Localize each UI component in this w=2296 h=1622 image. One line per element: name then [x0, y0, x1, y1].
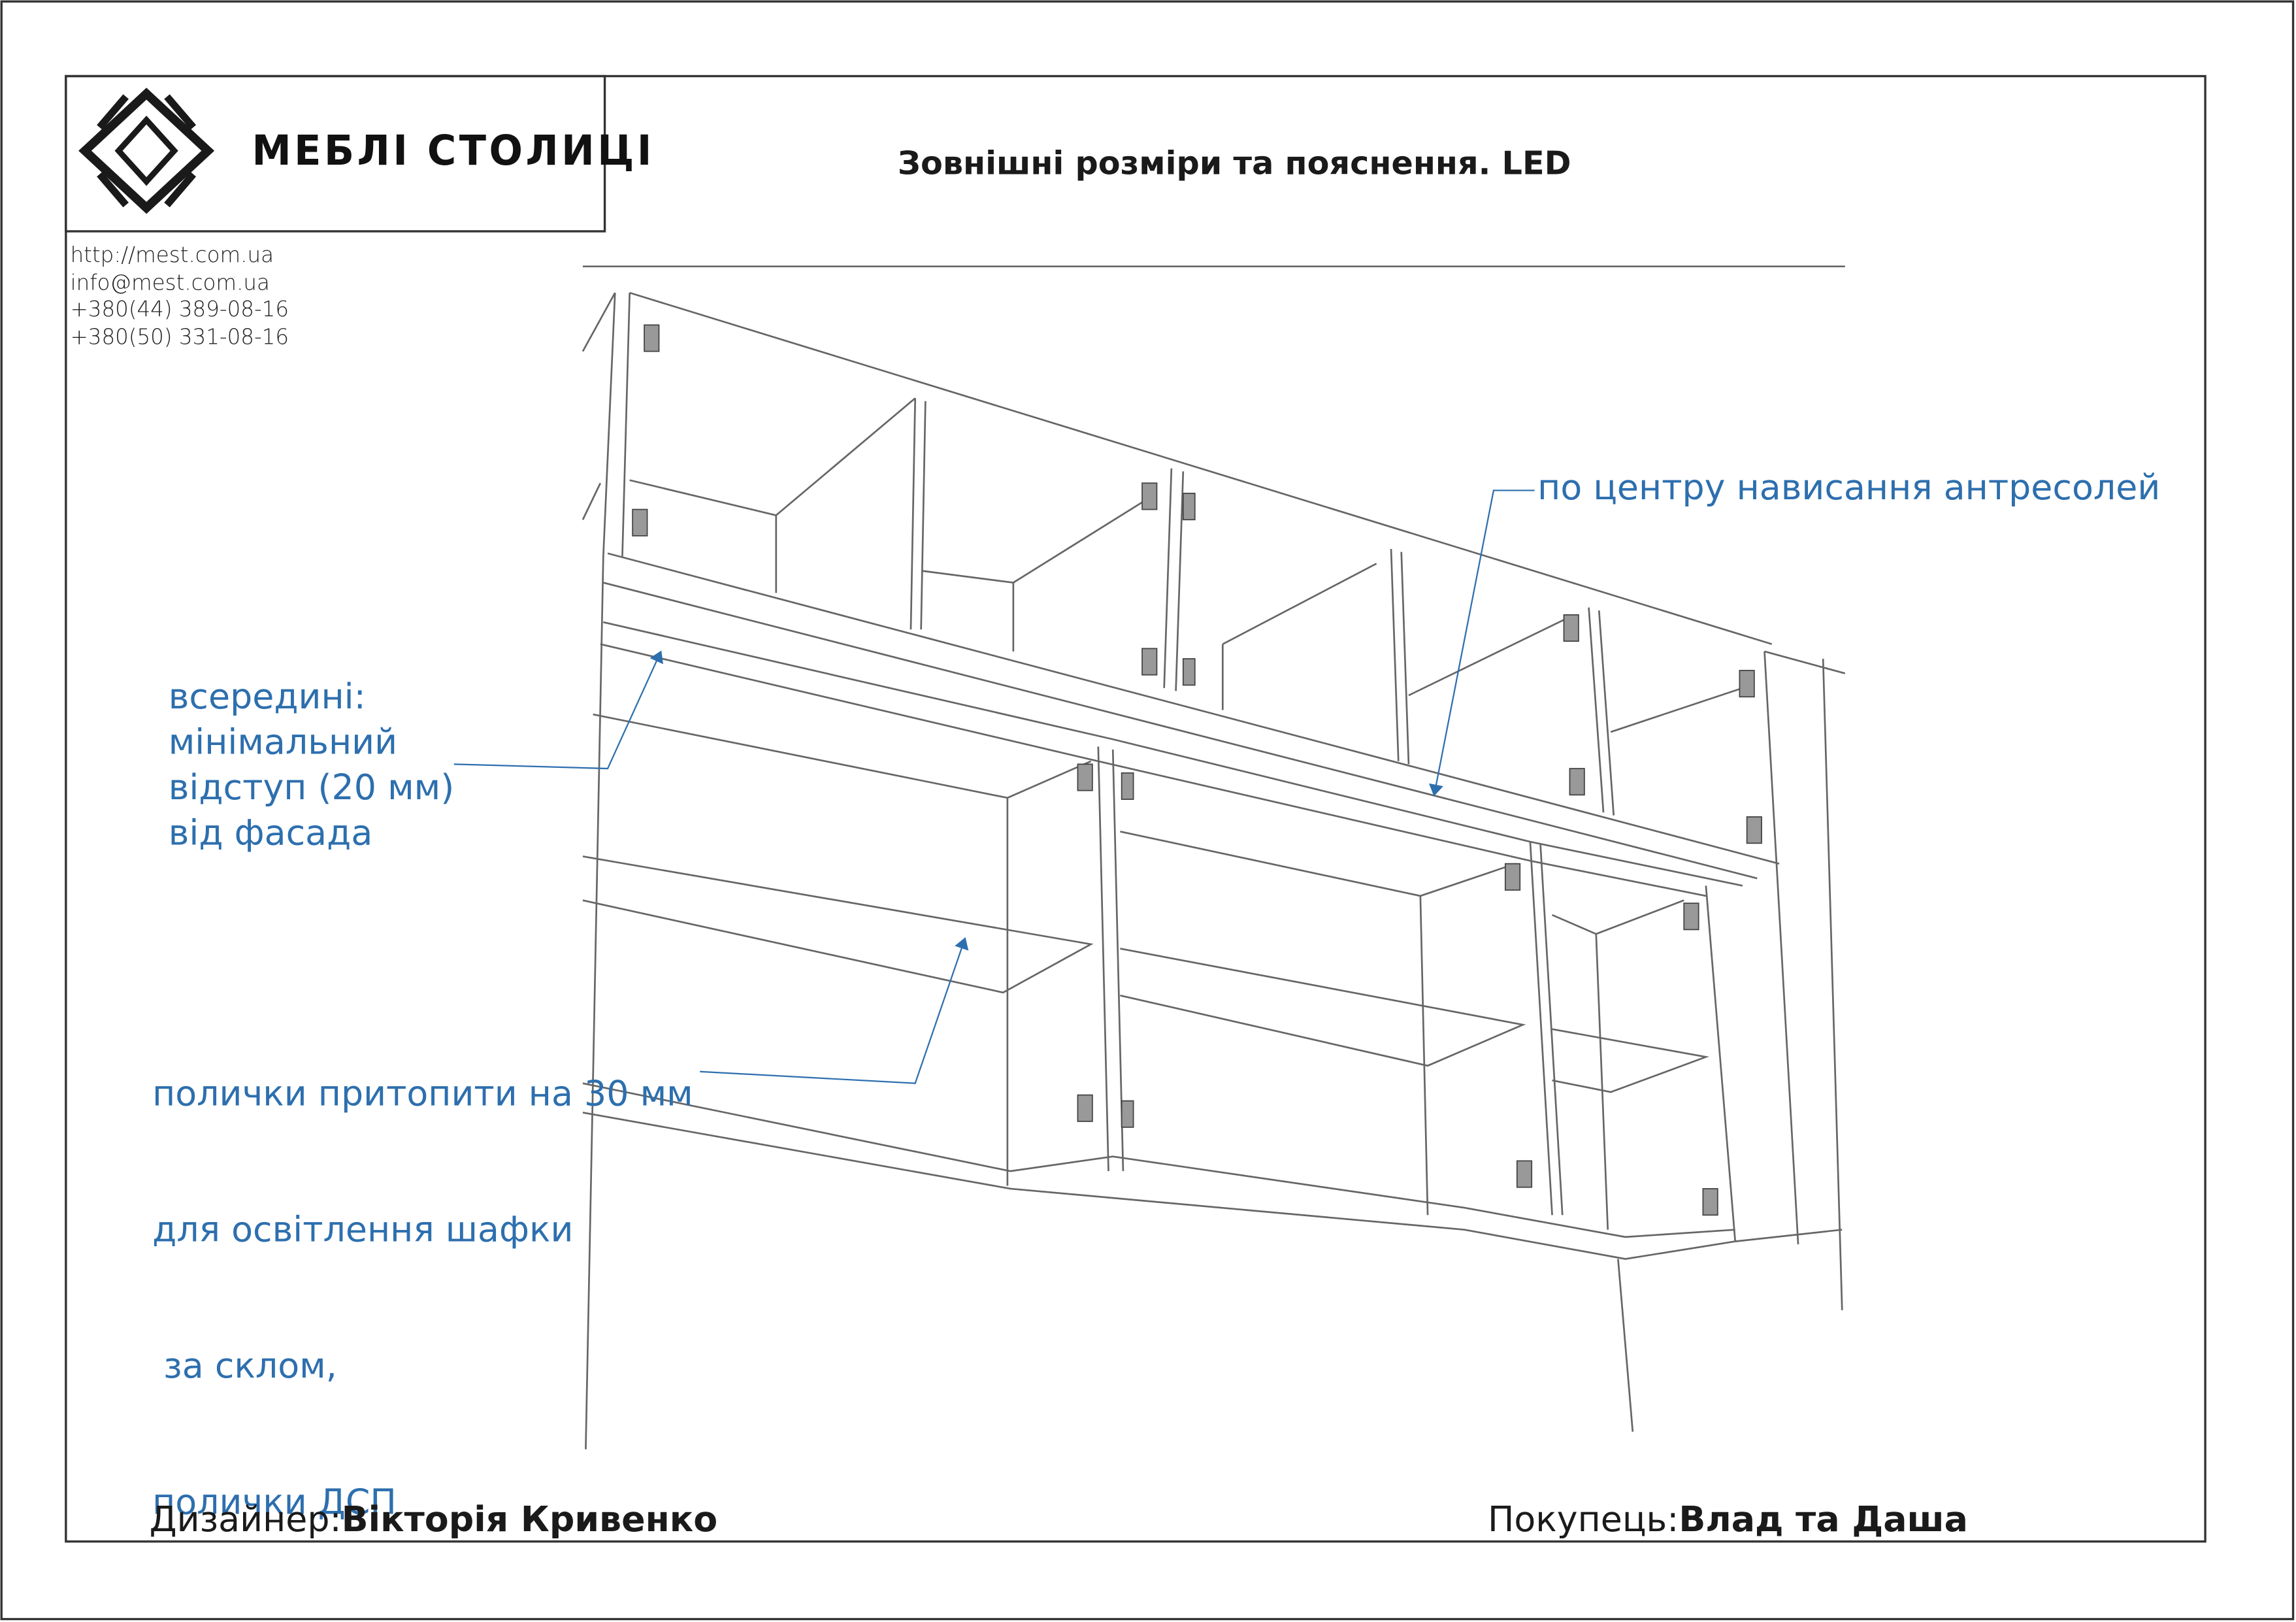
- email-link[interactable]: info@mest.com.ua: [70, 271, 270, 295]
- center-note: по центру нависання антресолей: [1537, 467, 2161, 508]
- customer-credit: Покупець:Влад та Даша: [1488, 1499, 1968, 1540]
- designer-label: Дизайнер:: [149, 1498, 342, 1540]
- phone-1: +380(44) 389-08-16: [70, 298, 289, 322]
- designer-name: Вікторія Кривенко: [341, 1498, 718, 1540]
- designer-credit: Дизайнер:Вікторія Кривенко: [150, 1499, 718, 1540]
- note-line: полички притопити на 30 мм: [152, 1072, 693, 1114]
- inner-frame: [65, 74, 2206, 1543]
- note-line: всередині:: [168, 676, 366, 718]
- brand-name: МЕБЛІ СТОЛИЦІ: [252, 127, 655, 176]
- note-line: відступ (20 мм): [168, 767, 455, 808]
- customer-name: Влад та Даша: [1679, 1498, 1969, 1540]
- inside-note: всередині: мінімальний відступ (20 мм) в…: [169, 675, 455, 857]
- contact-block: http://mest.com.ua info@mest.com.ua +380…: [71, 243, 289, 352]
- note-line: мінімальний: [168, 721, 398, 763]
- note-line: для освітлення шафки: [152, 1209, 574, 1251]
- customer-label: Покупець:: [1487, 1498, 1679, 1540]
- note-line: за склом,: [152, 1345, 337, 1387]
- website-link[interactable]: http://mest.com.ua: [70, 244, 274, 268]
- logo-icon: [78, 88, 215, 214]
- cabinet-lines: [582, 265, 1846, 1449]
- note-line: від фасада: [168, 812, 373, 853]
- hinge-icons: [632, 324, 1762, 1216]
- logo-box: [65, 74, 606, 233]
- annotation-arrows: [453, 489, 1535, 1084]
- page-title: Зовнішні розміри та пояснення. LED: [897, 146, 1571, 184]
- phone-2: +380(50) 331-08-16: [70, 325, 289, 350]
- shelves-note: полички притопити на 30 мм для освітленн…: [152, 981, 693, 1571]
- note-line: полички ДСП: [152, 1481, 397, 1523]
